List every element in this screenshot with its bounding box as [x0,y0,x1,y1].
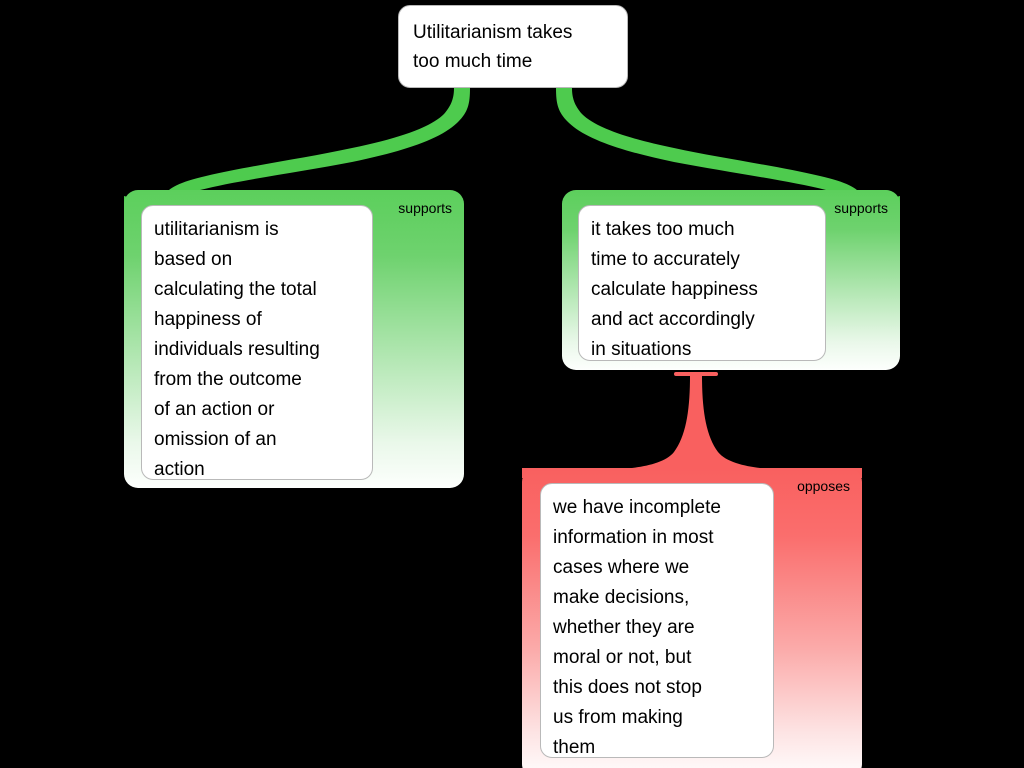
root-claim-text: Utilitarianism takes too much time [413,22,573,72]
relation-label-supports-right: supports [834,200,888,216]
node-card-support-right[interactable]: it takes too much time to accurately cal… [578,205,826,361]
root-claim-node[interactable]: Utilitarianism takes too much time [398,5,628,88]
connector-cap-oppose [674,372,718,376]
node-text-support-right: it takes too much time to accurately cal… [591,219,758,360]
argument-node-oppose[interactable]: opposes we have incomplete information i… [522,468,862,768]
relation-label-opposes: opposes [797,478,850,494]
relation-label-supports-left: supports [398,200,452,216]
node-text-oppose: we have incomplete information in most c… [553,497,721,758]
argument-node-support-right[interactable]: supports it takes too much time to accur… [562,190,900,370]
node-card-support-left[interactable]: utilitarianism is based on calculating t… [141,205,373,480]
node-card-oppose[interactable]: we have incomplete information in most c… [540,483,774,758]
argument-node-support-left[interactable]: supports utilitarianism is based on calc… [124,190,464,488]
node-text-support-left: utilitarianism is based on calculating t… [154,219,320,480]
connector-support-right-to-oppose [632,376,760,468]
